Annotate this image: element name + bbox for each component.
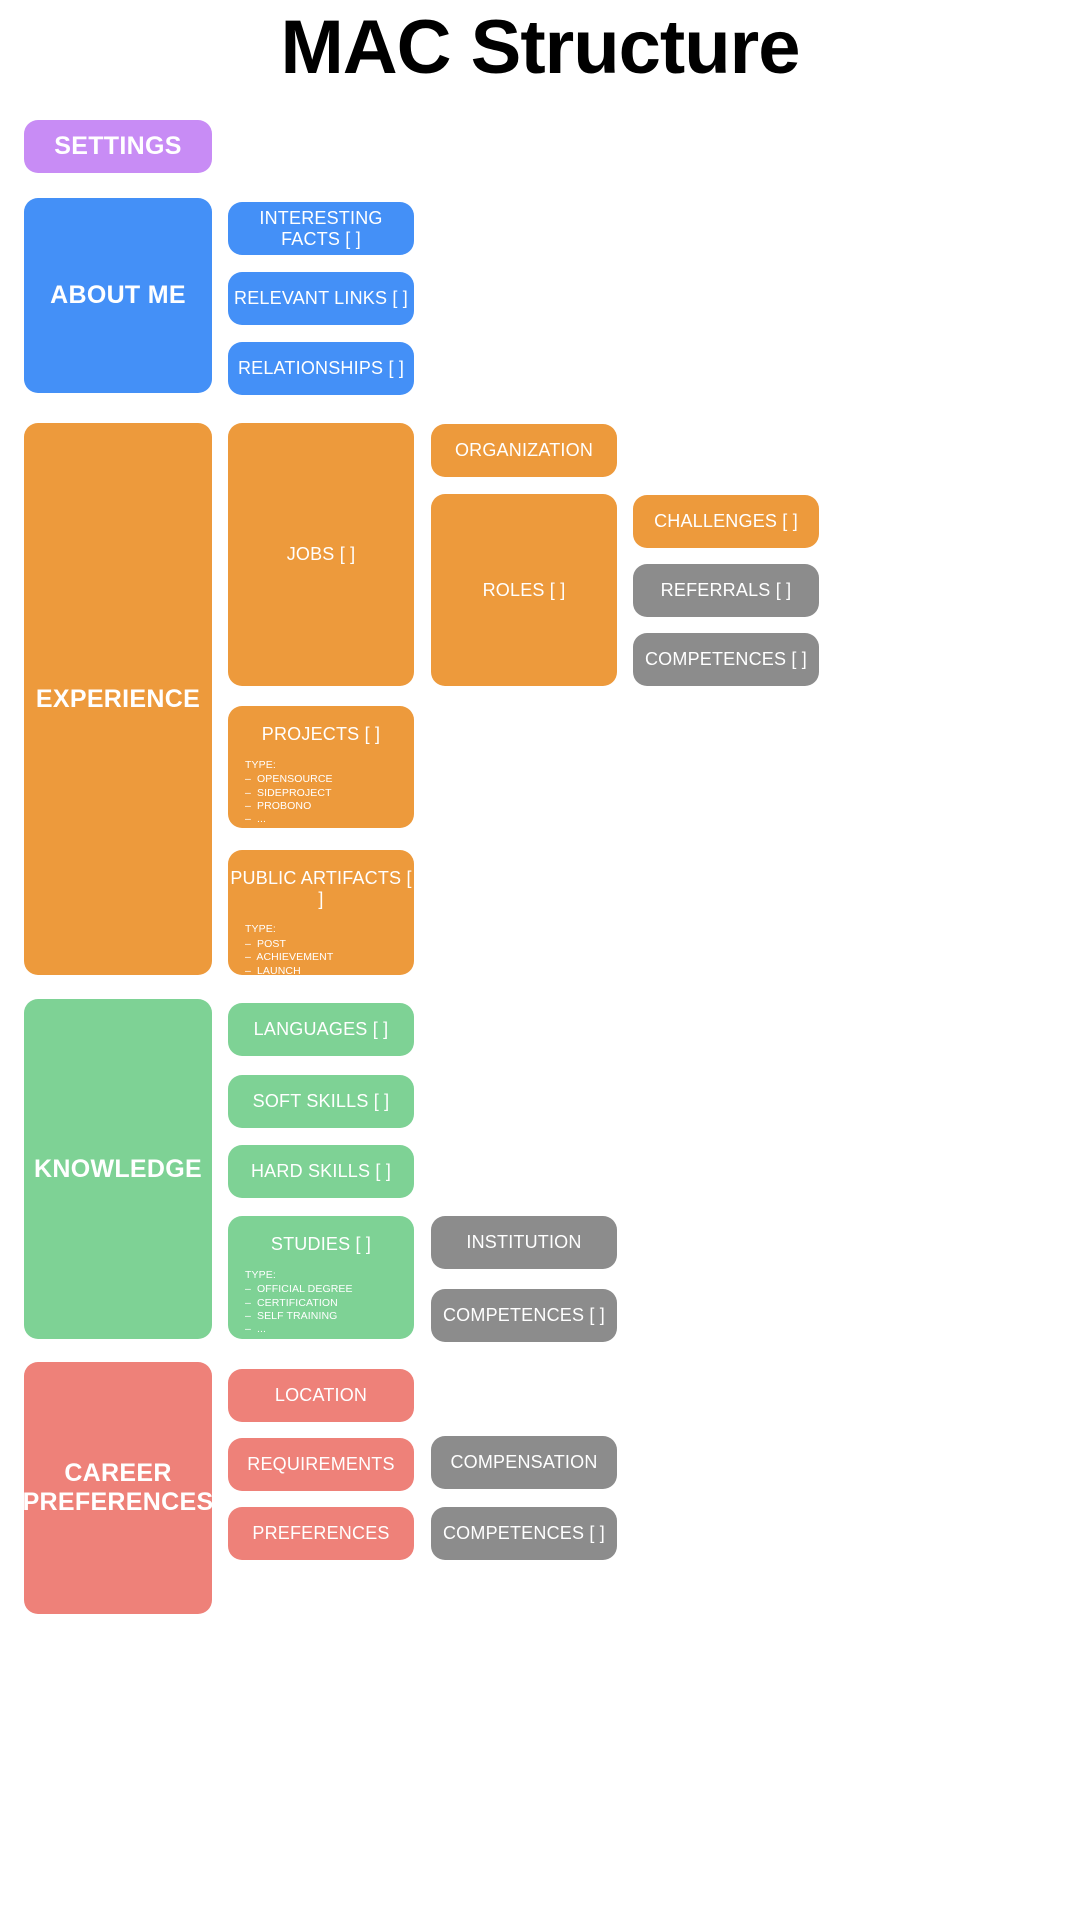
- node-challenges[interactable]: CHALLENGES [ ]: [633, 495, 819, 548]
- projects-type-item: – PROBONO: [245, 800, 312, 812]
- node-institution-label: INSTITUTION: [466, 1232, 582, 1253]
- studies-type-item: – ...: [245, 1323, 267, 1336]
- node-career-preferences[interactable]: CAREER PREFERENCES: [23, 1362, 214, 1614]
- public-artifacts-type-item: – ...: [245, 978, 267, 991]
- public-artifacts-type-item: – POST: [245, 937, 286, 950]
- projects-type-item: – ...: [245, 813, 267, 826]
- node-requirements[interactable]: REQUIREMENTS: [228, 1438, 414, 1491]
- public-artifacts-type-item: – LAUNCH: [245, 964, 301, 977]
- node-organization[interactable]: ORGANIZATION: [431, 424, 617, 477]
- node-compensation-label: COMPENSATION: [450, 1452, 598, 1473]
- node-location-label: LOCATION: [274, 1385, 368, 1406]
- node-competences-experience[interactable]: COMPETENCES [ ]: [633, 633, 819, 686]
- career-preferences-line1: CAREER: [64, 1459, 172, 1488]
- node-projects[interactable]: PROJECTS [ ] TYPE: – OPENSOURCE – SIDEPR…: [228, 706, 414, 828]
- node-competences-career-label: COMPETENCES [ ]: [442, 1523, 606, 1544]
- node-studies[interactable]: STUDIES [ ] TYPE: – OFFICIAL DEGREE – CE…: [228, 1216, 414, 1339]
- node-languages[interactable]: LANGUAGES [ ]: [228, 1003, 414, 1056]
- projects-type-list: TYPE: – OPENSOURCE – SIDEPROJECT – PROBO…: [245, 759, 414, 827]
- public-artifacts-type-item: – ACHIEVEMENT: [245, 951, 334, 964]
- node-projects-label: PROJECTS [ ]: [261, 724, 381, 744]
- projects-type-item: – SIDEPROJECT: [245, 786, 332, 799]
- node-hard-skills-label: HARD SKILLS [ ]: [250, 1161, 392, 1182]
- node-competences-career[interactable]: COMPETENCES [ ]: [431, 1507, 617, 1560]
- studies-type-list: TYPE: – OFFICIAL DEGREE – CERTIFICATION …: [245, 1269, 414, 1337]
- studies-type-item: – SELF TRAINING: [245, 1310, 338, 1322]
- node-roles-label: ROLES [ ]: [482, 579, 566, 600]
- node-about-me-label: ABOUT ME: [50, 281, 186, 310]
- node-career-preferences-label: CAREER PREFERENCES: [23, 1459, 214, 1517]
- studies-type-head: TYPE:: [245, 1268, 276, 1281]
- node-settings[interactable]: SETTINGS: [24, 120, 212, 173]
- node-relationships-label: RELATIONSHIPS [ ]: [237, 358, 405, 379]
- node-jobs[interactable]: JOBS [ ]: [228, 423, 414, 686]
- page-title: MAC Structure: [280, 5, 800, 90]
- node-languages-label: LANGUAGES [ ]: [253, 1019, 389, 1040]
- node-competences-knowledge[interactable]: COMPETENCES [ ]: [431, 1289, 617, 1342]
- node-competences-knowledge-label: COMPETENCES [ ]: [442, 1305, 606, 1326]
- node-jobs-label: JOBS [ ]: [286, 544, 356, 565]
- node-location[interactable]: LOCATION: [228, 1369, 414, 1422]
- node-interesting-facts-label: INTERESTING FACTS [ ]: [259, 207, 383, 249]
- node-experience-label: EXPERIENCE: [35, 684, 201, 713]
- studies-type-item: – CERTIFICATION: [245, 1296, 338, 1309]
- node-relevant-links[interactable]: RELEVANT LINKS [ ]: [228, 272, 414, 325]
- node-competences-experience-label: COMPETENCES [ ]: [644, 649, 808, 670]
- node-public-artifacts[interactable]: PUBLIC ARTIFACTS [ ] TYPE: – POST – ACHI…: [228, 850, 414, 990]
- career-preferences-line2: PREFERENCES: [22, 1488, 214, 1516]
- node-referrals-label: REFERRALS [ ]: [660, 580, 792, 601]
- node-soft-skills[interactable]: SOFT SKILLS [ ]: [228, 1075, 414, 1128]
- node-preferences[interactable]: PREFERENCES: [228, 1507, 414, 1560]
- public-artifacts-type-list: TYPE: – POST – ACHIEVEMENT – LAUNCH – ..…: [245, 923, 414, 991]
- node-institution[interactable]: INSTITUTION: [431, 1216, 617, 1269]
- node-soft-skills-label: SOFT SKILLS [ ]: [252, 1091, 390, 1112]
- node-interesting-facts[interactable]: INTERESTING FACTS [ ]: [228, 202, 414, 255]
- node-relevant-links-label: RELEVANT LINKS [ ]: [234, 288, 408, 309]
- projects-type-item: – OPENSOURCE: [245, 773, 333, 786]
- studies-type-item: – OFFICIAL DEGREE: [245, 1283, 353, 1296]
- node-challenges-label: CHALLENGES [ ]: [654, 511, 798, 532]
- node-public-artifacts-label: PUBLIC ARTIFACTS [ ]: [230, 868, 412, 909]
- projects-type-head: TYPE:: [245, 758, 276, 771]
- node-about-me[interactable]: ABOUT ME: [24, 198, 212, 393]
- node-referrals[interactable]: REFERRALS [ ]: [633, 564, 819, 617]
- node-hard-skills[interactable]: HARD SKILLS [ ]: [228, 1145, 414, 1198]
- public-artifacts-type-head: TYPE:: [245, 923, 276, 936]
- node-settings-label: SETTINGS: [54, 132, 182, 161]
- node-experience[interactable]: EXPERIENCE: [24, 423, 212, 975]
- node-compensation[interactable]: COMPENSATION: [431, 1436, 617, 1489]
- node-relationships[interactable]: RELATIONSHIPS [ ]: [228, 342, 414, 395]
- node-organization-label: ORGANIZATION: [454, 440, 594, 461]
- node-roles[interactable]: ROLES [ ]: [431, 494, 617, 686]
- node-studies-label: STUDIES [ ]: [270, 1234, 372, 1254]
- node-preferences-label: PREFERENCES: [252, 1523, 390, 1544]
- node-knowledge-label: KNOWLEDGE: [34, 1154, 202, 1183]
- node-knowledge[interactable]: KNOWLEDGE: [24, 999, 212, 1339]
- node-requirements-label: REQUIREMENTS: [247, 1454, 395, 1475]
